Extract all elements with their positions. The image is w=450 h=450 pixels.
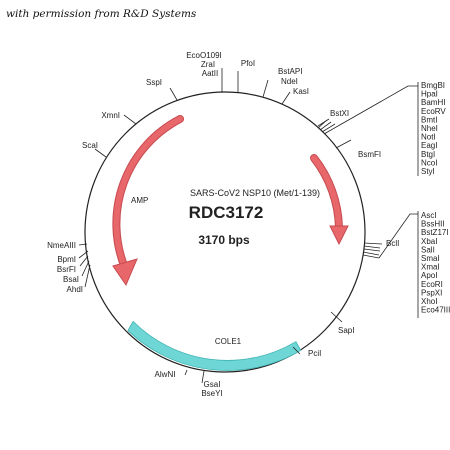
mcs-site-label: BmgBI [421,81,445,90]
site-label-zrai: ZraI [201,60,215,69]
site-label-bseyi: BseYI [201,389,222,398]
mcs-site-label: BtgI [421,150,435,159]
site-label-sspi: SspI [146,78,162,87]
site-label-sapi: SapI [338,326,354,335]
site-label-bstapi: BstAPI [278,67,302,76]
mcs-site-label: XmaI [421,263,440,272]
mcs-site-label: EcoRI [421,280,443,289]
mcs-site-label: NheI [421,124,438,133]
mcs-site-label: AscI [421,211,437,220]
mcs-site-label: BmtI [421,115,437,124]
mcs-site-label: HpaI [421,90,438,99]
mcs-site-label: XhoI [421,297,437,306]
mcs-site-label: Eco47III [421,306,450,315]
mcs-site-label: NcoI [421,158,437,167]
mcs-site-label: BstZ17I [421,228,449,237]
site-label-bpmi: BpmI [57,255,76,264]
mcs-site-label: XbaI [421,237,437,246]
mcs-site-label: EagI [421,141,437,150]
site-label-pfoi: PfoI [241,59,255,68]
site-label-bsai: BsaI [63,275,79,284]
site-label-kasi: KasI [293,87,309,96]
site-label-ahdi: AhdI [67,285,83,294]
site-label-nmeaiii: NmeAIII [47,241,76,250]
site-label-xmni: XmnI [101,111,120,120]
site-label-pcii: PciI [308,349,321,358]
mcs-site-label: PspXI [421,288,442,297]
cole1-feature [127,320,302,371]
site-label-bcli: BclI [386,239,399,248]
site-label-bstxi: BstXI [330,109,349,118]
site-label-gsai: GsaI [204,380,221,389]
mcs-site-label: StyI [421,167,435,176]
plasmid-name: RDC3172 [189,203,264,222]
site-label-bsmfi: BsmFI [358,150,381,159]
site-ticks [78,68,383,384]
mcs-site-label: ApoI [421,271,437,280]
site-label-scai: ScaI [82,141,98,150]
mcs-site-label: SalI [421,245,435,254]
mcs-site-label: EcoRV [421,107,446,116]
mcs-lower-list: AscIBssHIIBstZ17IXbaISalISmaIXmaIApoIEco… [421,211,450,315]
amp-arrowhead [112,258,138,287]
mcs-brackets [337,82,419,318]
plasmid-length: 3170 bps [198,233,250,247]
insert-description: SARS-CoV2 NSP10 (Met/1-139) [190,188,320,198]
mcs-site-label: NotI [421,133,436,142]
mcs-site-label: SmaI [421,254,440,263]
site-label-bsrfi: BsrFI [57,265,76,274]
cole1-label: COLE1 [215,337,242,346]
insert-arrowhead [329,225,349,246]
credit-line: with permission from R&D Systems [6,8,197,20]
site-label-aatii: AatII [202,69,218,78]
plasmid-backbone [84,91,366,373]
mcs-upper-list: BmgBIHpaIBamHIEcoRVBmtINheINotIEagIBtgIN… [421,81,446,176]
site-label-ecoo109i: EcoO109I [186,51,222,60]
site-label-ndei: NdeI [281,77,298,86]
mcs-site-label: BamHI [421,98,445,107]
mcs-site-label: BssHII [421,220,445,229]
amp-label: AMP [131,196,148,205]
site-label-alwni: AlwNI [155,370,176,379]
